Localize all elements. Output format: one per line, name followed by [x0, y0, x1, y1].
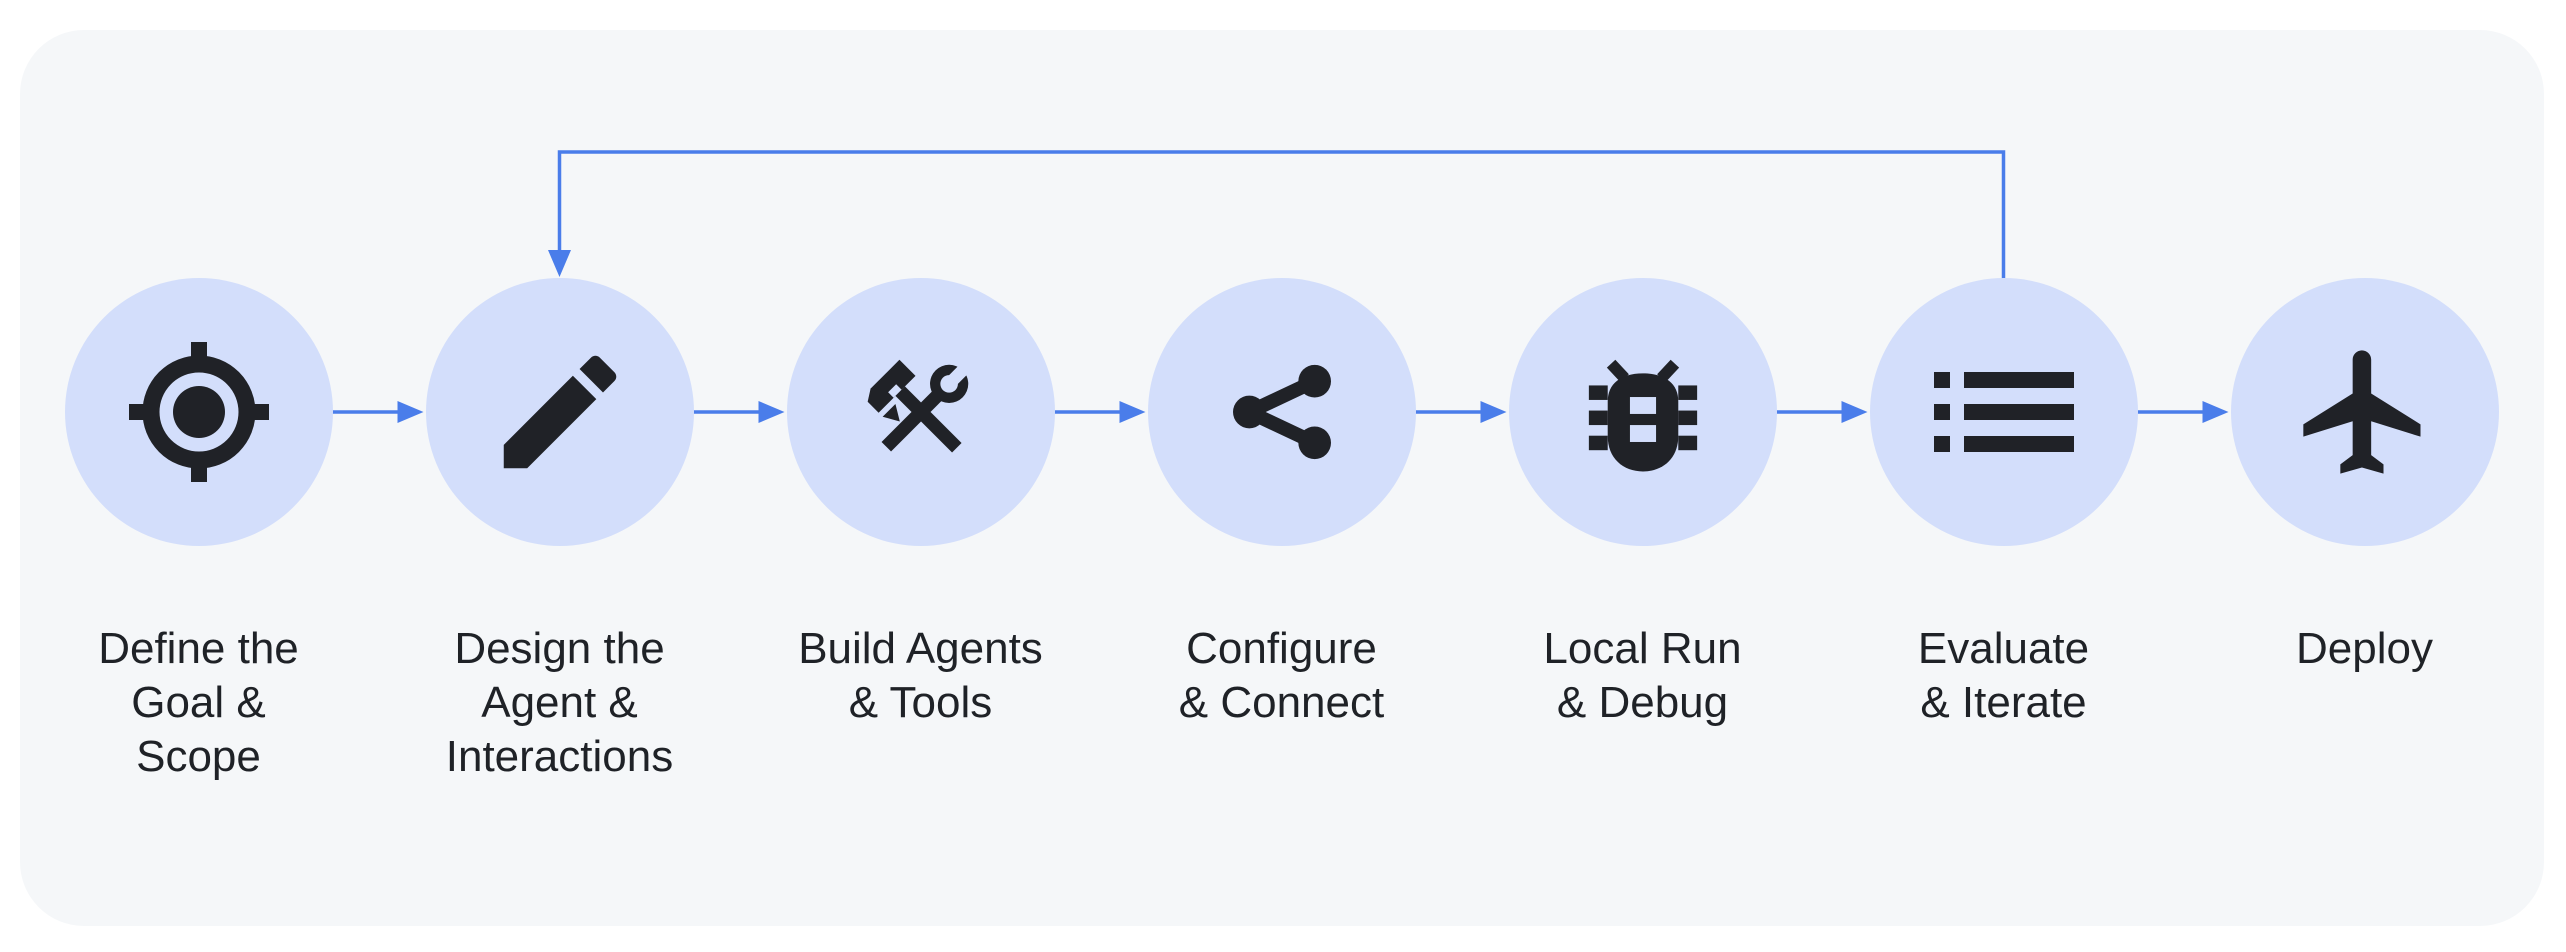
- bug-icon: [1588, 359, 1697, 471]
- target-icon: [128, 342, 269, 482]
- step-label-line: Goal &: [131, 678, 266, 727]
- step-label: Evaluate & Iterate: [1814, 622, 2194, 730]
- step-label-line: Define the: [98, 624, 299, 673]
- step-label-line: & Connect: [1178, 678, 1385, 727]
- step-circle: [2230, 278, 2499, 546]
- step-label-line: & Debug: [1556, 678, 1729, 727]
- step-label: Configure & Connect: [1092, 622, 1472, 730]
- step-label-line: Design the: [454, 624, 665, 673]
- step-label-line: Local Run: [1543, 624, 1742, 673]
- step-circle: [786, 278, 1055, 546]
- step-circle: [425, 278, 694, 546]
- list-icon: [1933, 372, 2074, 452]
- step-label: Build Agents & Tools: [731, 622, 1111, 730]
- step-circle: [1147, 278, 1416, 546]
- step-label: Local Run & Debug: [1453, 622, 1833, 730]
- step-label-line: Deploy: [2296, 624, 2433, 673]
- step-label-line: Agent &: [481, 678, 638, 727]
- step-label-line: Configure: [1186, 624, 1377, 673]
- pencil-icon: [503, 355, 616, 469]
- step-circle: [1508, 278, 1777, 546]
- step-label-line: Interactions: [445, 732, 674, 781]
- step-label-line: Scope: [136, 732, 261, 781]
- step-label-line: Evaluate: [1917, 624, 2090, 673]
- step-label: Deploy: [2175, 622, 2555, 676]
- share-icon: [1232, 364, 1331, 460]
- tools-icon: [867, 359, 974, 453]
- step-label-line: Build Agents: [798, 624, 1043, 673]
- step-circle: [64, 278, 333, 546]
- step-circle: [1869, 278, 2138, 546]
- step-label-line: & Iterate: [1920, 678, 2087, 727]
- step-label-line: & Tools: [848, 678, 993, 727]
- airplane-icon: [2302, 350, 2420, 474]
